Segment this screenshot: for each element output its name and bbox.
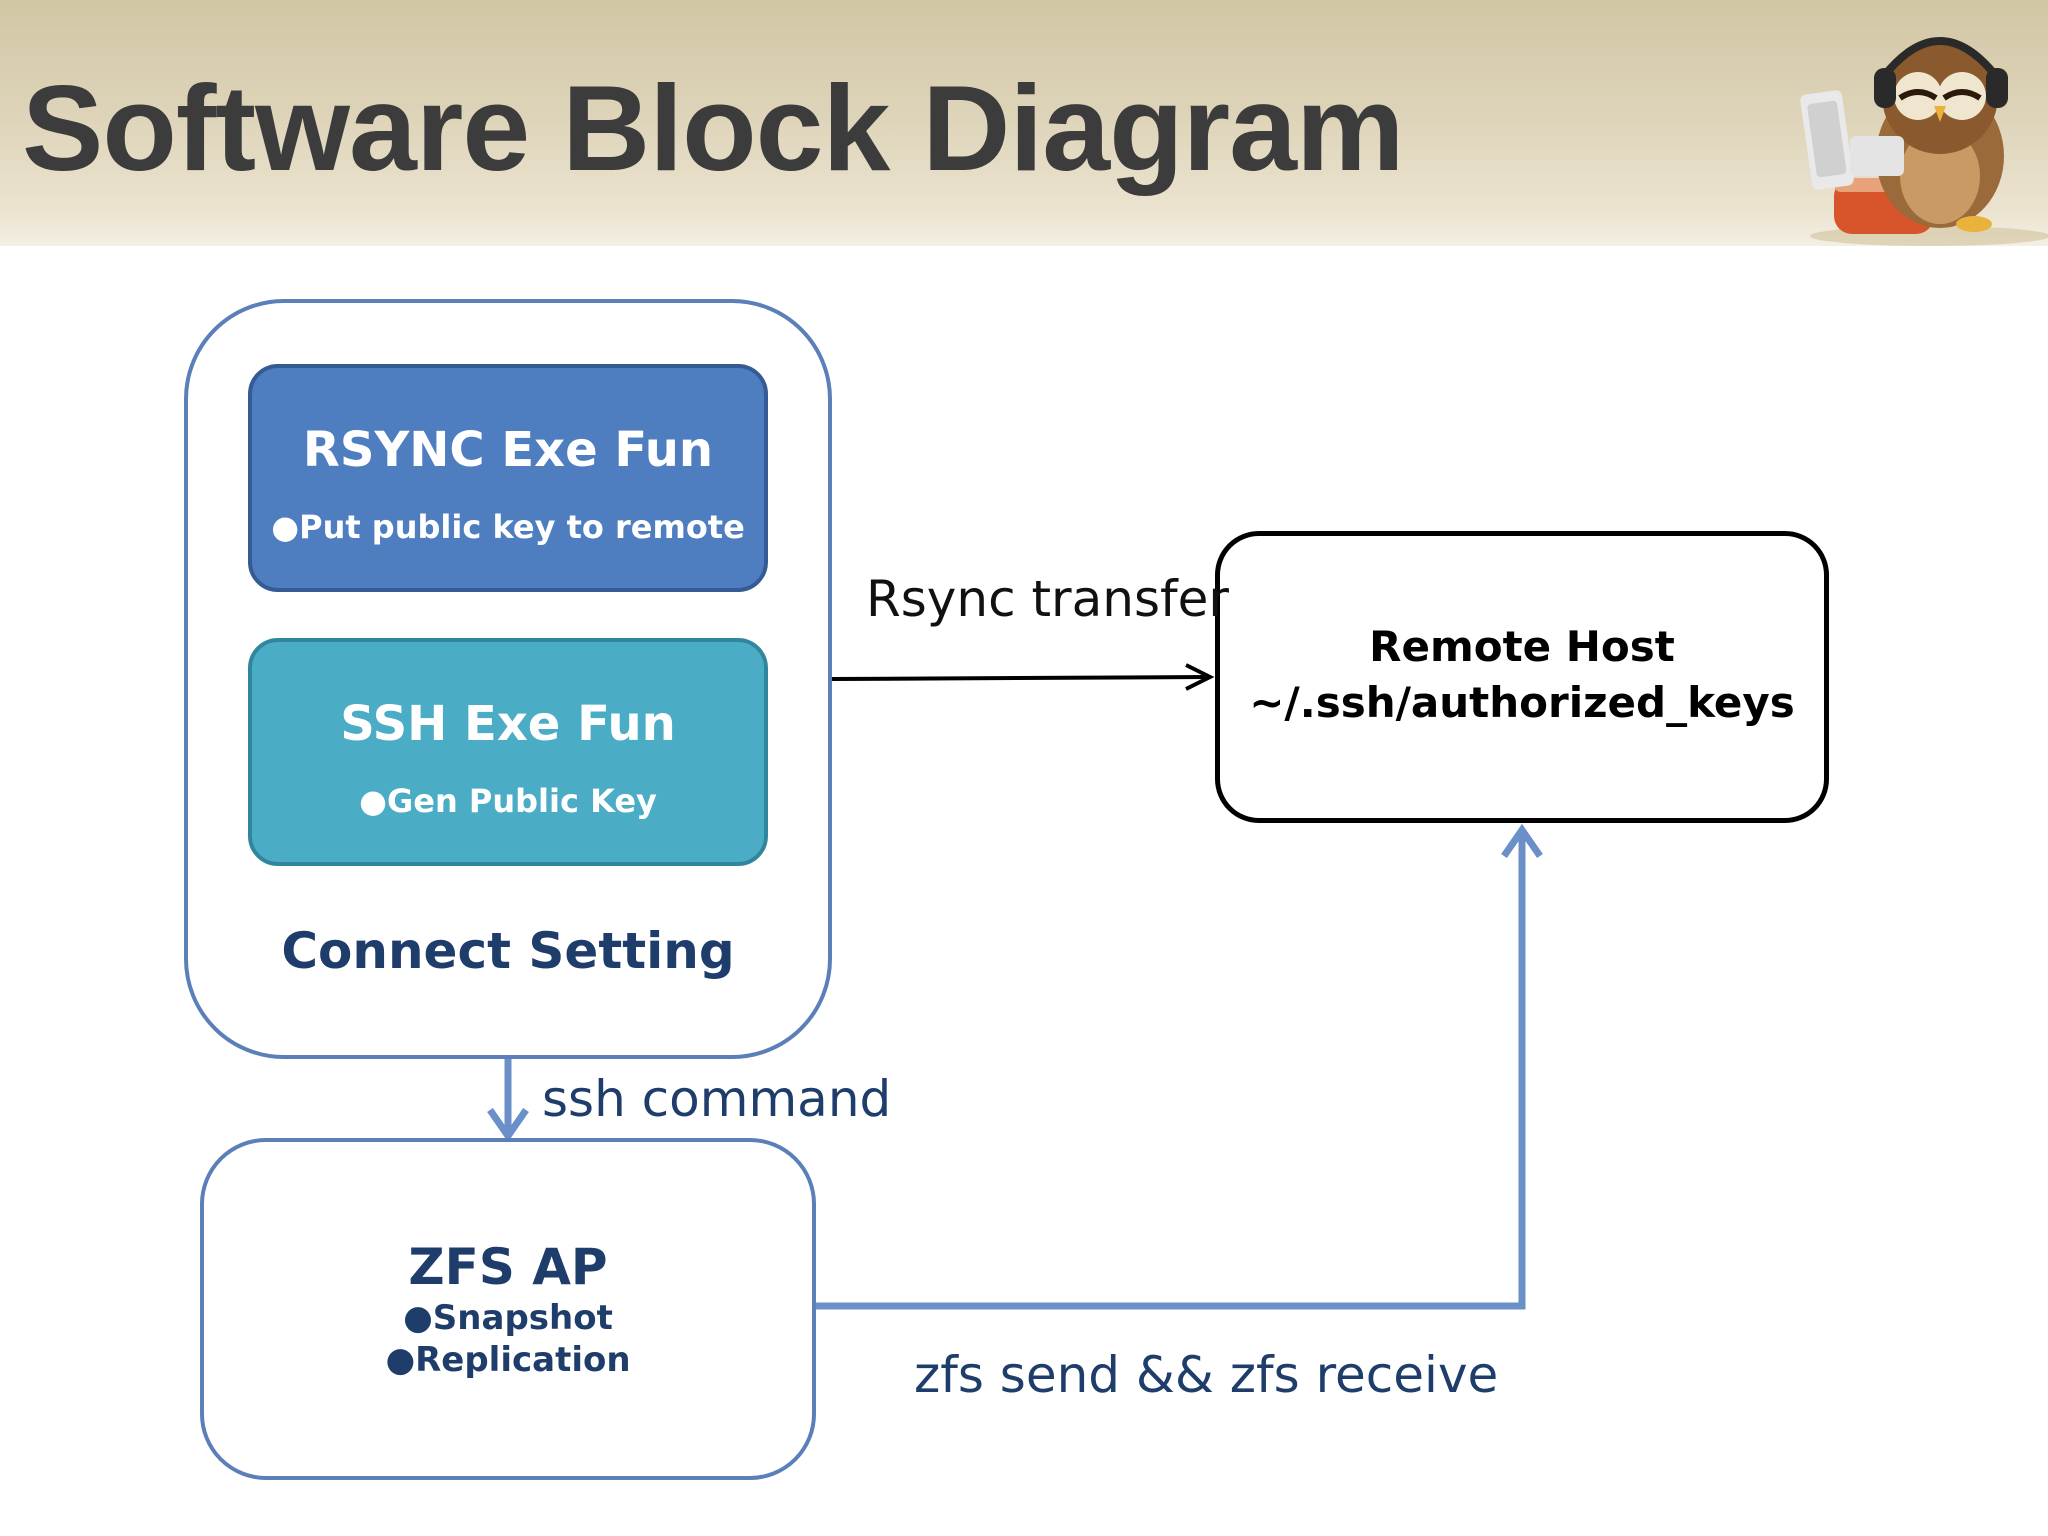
zfs-send-receive-arrow	[816, 823, 1543, 1310]
rsync-block-title: RSYNC Exe Fun	[302, 422, 714, 478]
remote-host-title: Remote Host	[1369, 622, 1675, 671]
rsync-transfer-label: Rsync transfer	[866, 570, 1229, 628]
remote-host-path: ~/.ssh/authorized_keys	[1249, 678, 1795, 727]
owl-mascot-illustration	[1800, 37, 2048, 246]
ssh-block-bullet: ●Gen Public Key	[359, 782, 657, 820]
rsync-transfer-arrow	[831, 663, 1215, 691]
zfs-bullet-replication: ●Replication	[385, 1340, 631, 1380]
connect-setting-label: Connect Setting	[281, 922, 735, 980]
rsync-exe-fun-block: RSYNC Exe Fun ●Put public key to remote	[248, 364, 768, 592]
slide-header: Software Block Diagram	[0, 0, 2048, 246]
ssh-command-label: ssh command	[542, 1070, 892, 1128]
zfs-ap-box	[200, 1138, 816, 1480]
ssh-block-title: SSH Exe Fun	[340, 696, 676, 752]
slide-title: Software Block Diagram	[22, 60, 1404, 196]
ssh-exe-fun-block: SSH Exe Fun ●Gen Public Key	[248, 638, 768, 866]
zfs-send-receive-label: zfs send && zfs receive	[914, 1346, 1499, 1404]
ssh-command-arrow	[487, 1059, 529, 1143]
zfs-ap-title: ZFS AP	[408, 1238, 608, 1296]
zfs-bullet-snapshot: ●Snapshot	[403, 1298, 613, 1338]
remote-host-box	[1215, 531, 1829, 823]
rsync-block-bullet: ●Put public key to remote	[271, 508, 745, 546]
